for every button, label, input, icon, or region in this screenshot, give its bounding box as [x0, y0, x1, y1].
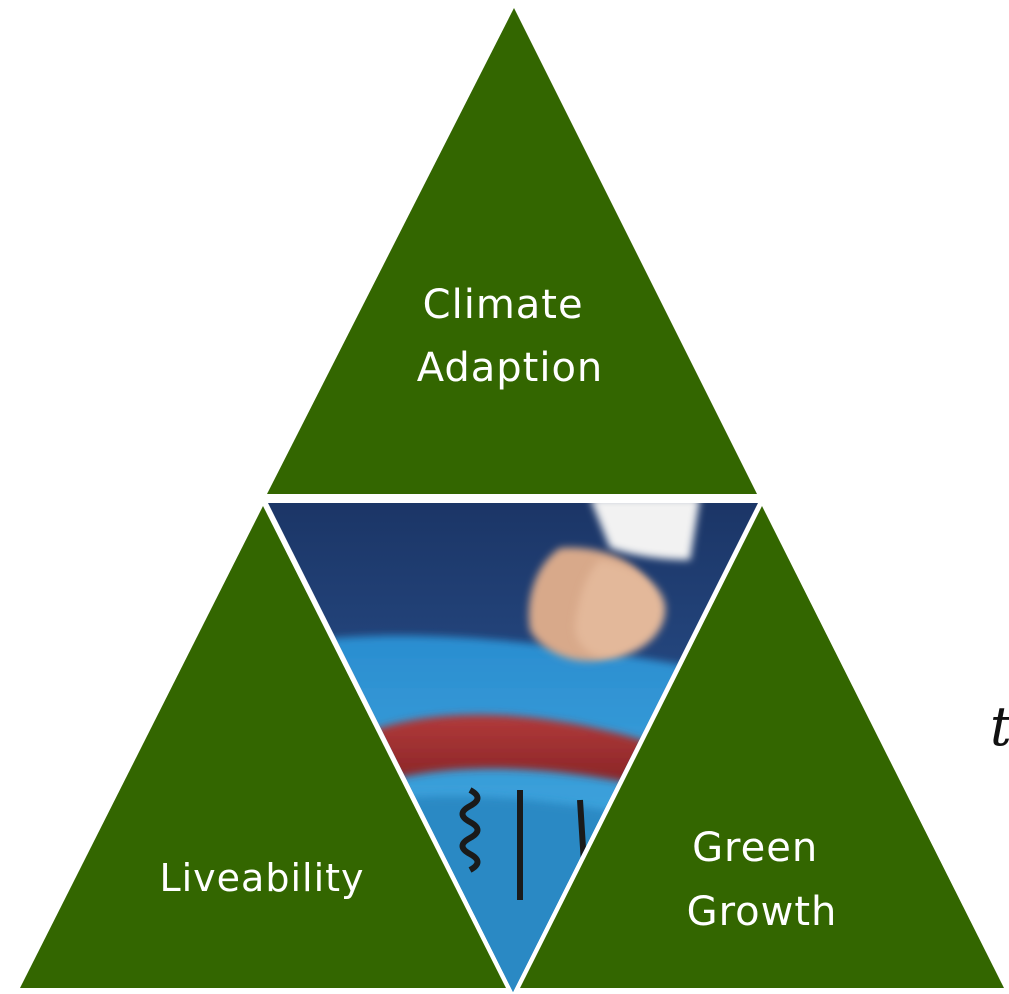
stray-glyph: t [990, 700, 1009, 754]
right-label-line-1: Green [692, 825, 818, 871]
left-label: Liveability [159, 856, 364, 900]
right-label: Green Growth [687, 825, 838, 935]
top-label: Climate Adaption [417, 282, 604, 391]
left-label-line-1: Liveability [159, 856, 364, 900]
top-label-line-2: Adaption [417, 345, 604, 391]
left-triangle [20, 506, 506, 988]
right-label-line-2: Growth [687, 889, 838, 935]
top-triangle [267, 8, 757, 494]
right-triangle [520, 506, 1004, 988]
top-label-line-1: Climate [423, 282, 584, 328]
